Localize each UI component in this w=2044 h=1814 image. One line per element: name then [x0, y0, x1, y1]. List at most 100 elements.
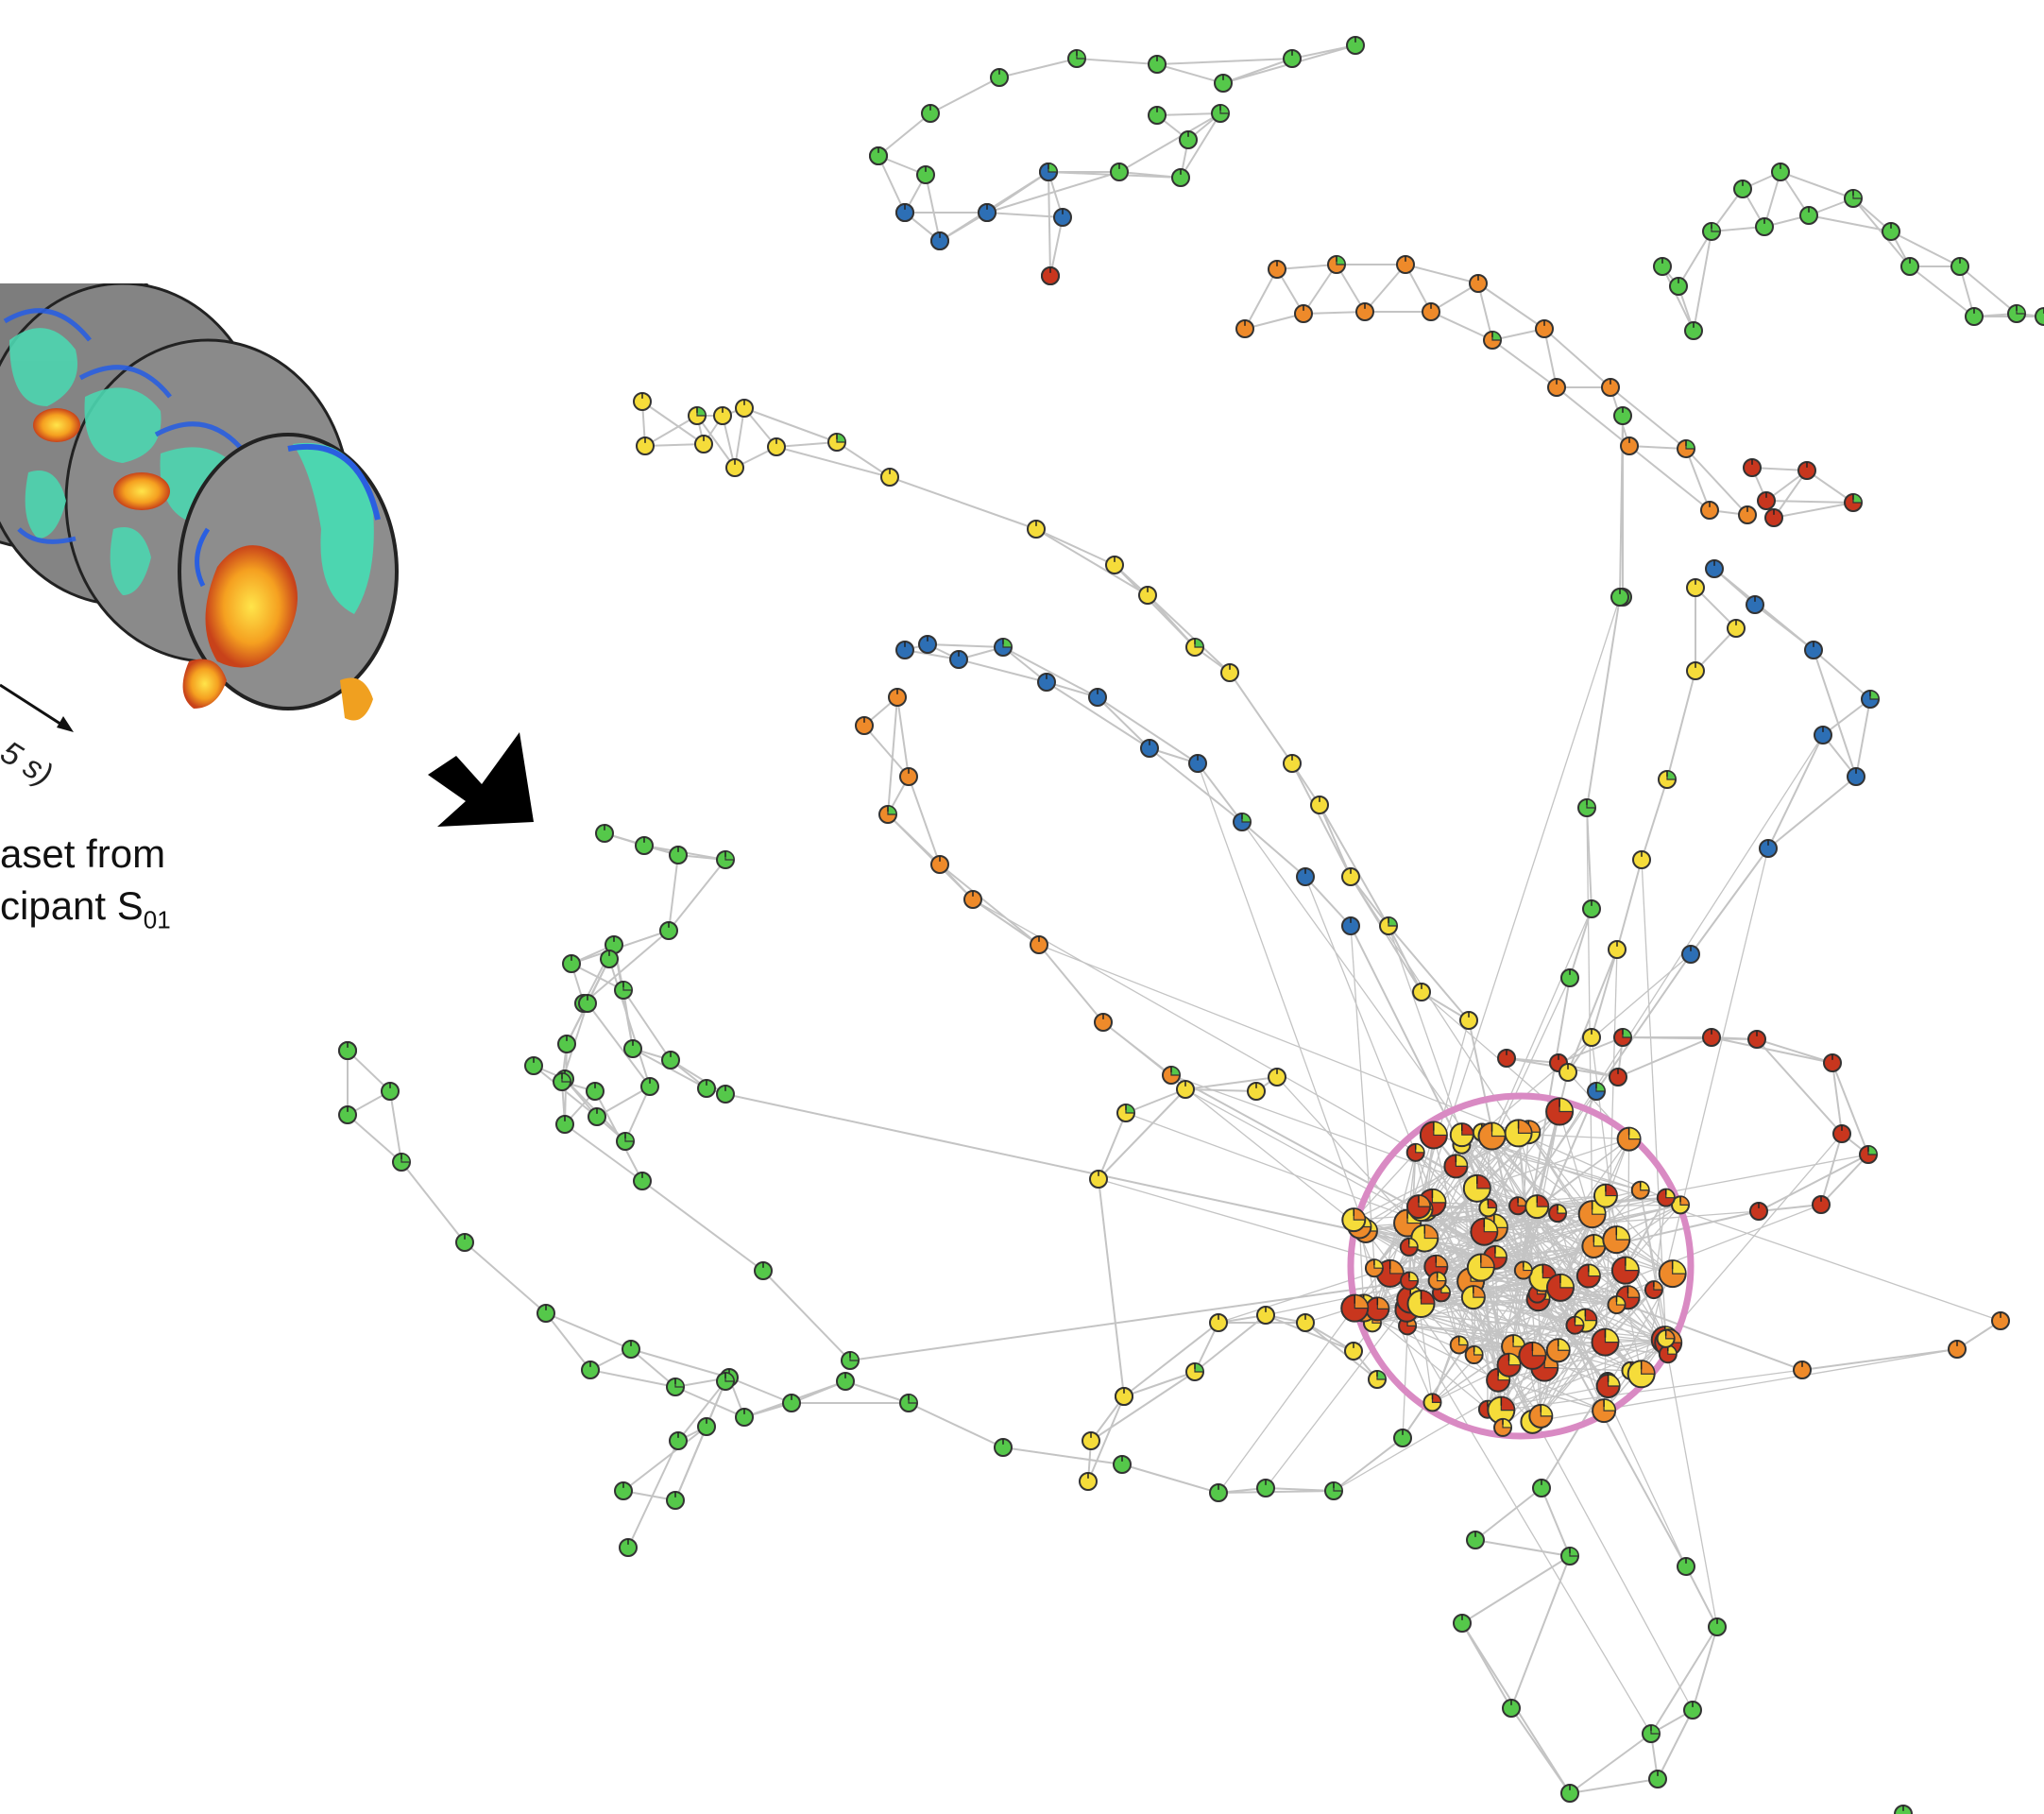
graph-edge	[622, 1426, 707, 1492]
graph-node	[1375, 1258, 1405, 1288]
graph-node	[600, 950, 619, 968]
graph-edge	[1197, 762, 1243, 823]
graph-node	[1576, 1263, 1601, 1289]
graph-node	[1894, 1805, 1913, 1814]
graph-edge	[1076, 58, 1158, 65]
graph-edge	[1685, 1566, 1718, 1628]
graph-edge	[929, 77, 1000, 114]
graph-edge	[1477, 282, 1545, 330]
graph-node	[1620, 436, 1639, 455]
graph-node	[1793, 1360, 1812, 1379]
graph-node	[1733, 180, 1752, 198]
graph-node	[1602, 1225, 1631, 1255]
graph-node	[1900, 257, 1919, 276]
graph-edge	[1244, 268, 1278, 330]
graph-node	[1814, 726, 1832, 744]
graph-node	[1346, 36, 1365, 55]
graph-edge	[1628, 445, 1687, 450]
graph-edge	[743, 407, 838, 443]
graph-node	[1041, 266, 1060, 285]
graph-node	[1185, 638, 1204, 657]
graph-node	[1176, 1080, 1195, 1099]
graph-node	[1466, 1531, 1485, 1549]
graph-edge	[863, 725, 910, 778]
graph-node	[1545, 1338, 1571, 1363]
graph-node	[1587, 1082, 1606, 1101]
graph-edge	[1241, 821, 1306, 878]
graph-edge	[1540, 1197, 1667, 1417]
graph-node	[1630, 1180, 1650, 1200]
graph-edge	[972, 898, 1627, 1272]
graph-node	[553, 1072, 571, 1091]
graph-node	[1247, 1082, 1266, 1101]
graph-node	[1653, 257, 1672, 276]
graph-node	[1683, 1701, 1702, 1720]
graph-node	[921, 104, 940, 123]
graph-edge	[1765, 500, 1854, 504]
graph-node	[1405, 1142, 1425, 1162]
graph-node	[1669, 277, 1688, 296]
graph-node	[1832, 1124, 1851, 1143]
graph-edge	[1087, 1395, 1125, 1482]
graph-edge	[1501, 1369, 1803, 1412]
graph-node	[1861, 690, 1880, 709]
graph-edge	[1180, 112, 1221, 179]
graph-edge	[1641, 779, 1668, 861]
graph-node	[688, 406, 707, 425]
graph-node	[1502, 1699, 1521, 1718]
graph-edge	[1852, 197, 1911, 267]
graph-node	[1235, 319, 1254, 338]
graph-node	[1658, 1259, 1687, 1289]
graph-node	[578, 994, 597, 1013]
graph-node	[735, 1408, 754, 1427]
graph-edge	[925, 174, 941, 242]
graph-edge	[1678, 231, 1712, 287]
graph-node	[1419, 1121, 1448, 1150]
graph-edge	[1184, 1076, 1278, 1090]
graph-node	[633, 1172, 652, 1190]
graph-edge	[1319, 804, 1389, 927]
graph-node	[1027, 520, 1046, 539]
graph-edge	[1035, 528, 1149, 596]
graph-edge	[836, 441, 891, 478]
graph-edge	[1363, 1308, 1489, 1411]
graph-node	[381, 1082, 400, 1101]
graph-edge	[1304, 876, 1474, 1298]
graph-node	[1422, 302, 1440, 321]
graph-edge	[670, 1059, 726, 1095]
graph-node	[1518, 1341, 1547, 1370]
graph-node	[767, 437, 786, 456]
graph-node	[595, 824, 614, 843]
graph-node	[614, 981, 633, 1000]
graph-edge	[1569, 1733, 1652, 1794]
graph-node	[1396, 255, 1415, 274]
graph-node	[1610, 588, 1629, 607]
graph-edge	[1046, 681, 1150, 749]
graph-node	[1708, 1617, 1727, 1636]
graph-node	[1749, 1202, 1768, 1221]
graph-edge	[1685, 448, 1748, 516]
graph-node	[1037, 673, 1056, 692]
graph-edge	[1102, 1021, 1360, 1227]
graph-node	[1310, 796, 1329, 814]
graph-edge	[1455, 1165, 1669, 1355]
graph-node	[1528, 1403, 1554, 1429]
graph-edge	[564, 1123, 643, 1182]
graph-edge	[624, 1086, 651, 1142]
graph-node	[1684, 321, 1703, 340]
graph-node	[1340, 1293, 1370, 1323]
graph-node	[1565, 1315, 1585, 1335]
graph-edge	[1291, 762, 1352, 878]
graph-node	[1671, 1195, 1691, 1215]
graph-edge	[1685, 448, 1711, 511]
graph-edge	[889, 476, 1037, 530]
graph-node	[1497, 1049, 1516, 1068]
graph-node	[1365, 1296, 1390, 1322]
graph-edge	[1695, 627, 1737, 672]
graph-edge	[630, 1348, 730, 1378]
graph-node	[918, 635, 937, 654]
graph-edge	[958, 659, 1048, 683]
graph-edge	[1244, 313, 1304, 330]
graph-node	[586, 1082, 605, 1101]
